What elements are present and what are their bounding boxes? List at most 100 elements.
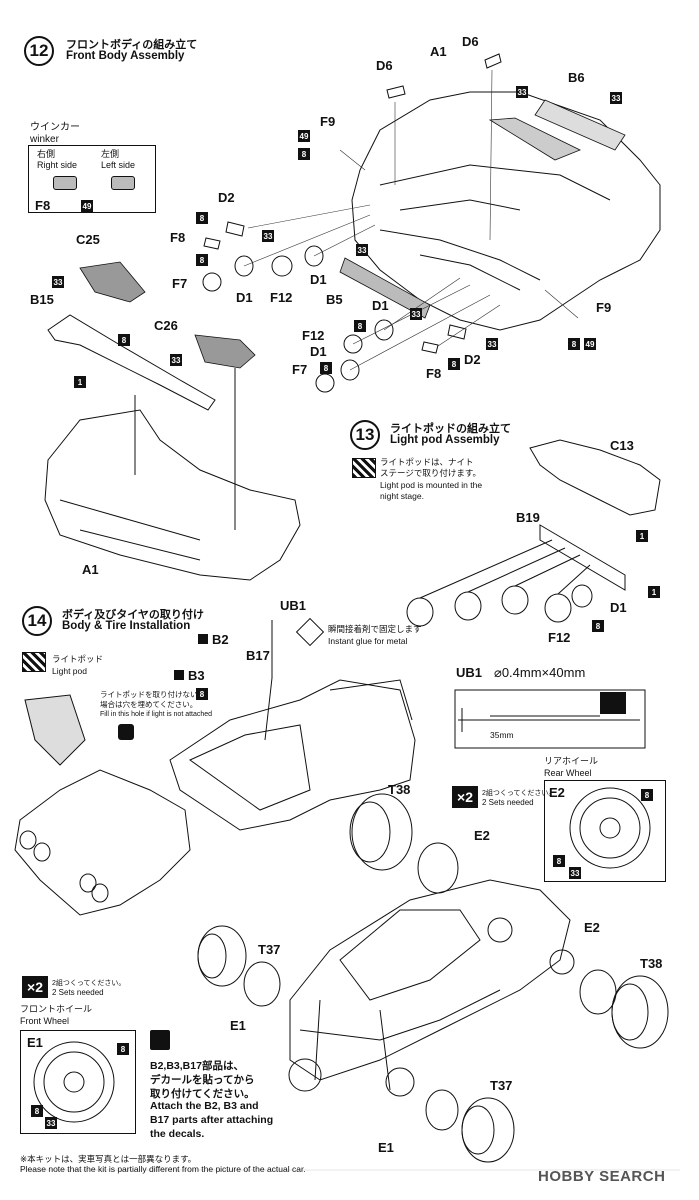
color-8-badge: 8 (196, 254, 208, 266)
decal-note-en-2: B17 parts after attaching (150, 1114, 274, 1126)
color-33-badge: 33 (410, 308, 422, 320)
ub1-detail-label: UB1 (456, 665, 483, 680)
color-8-badge: 8 (592, 620, 604, 632)
part-c13: C13 (610, 438, 634, 453)
part-d2-right: D2 (464, 352, 481, 367)
color-8-badge: 8 (117, 1043, 129, 1055)
lamp-drawings (202, 53, 502, 393)
color-33-badge: 33 (486, 338, 498, 350)
step-14-title-jp: ボディ及びタイヤの取り付け (62, 609, 204, 621)
fill-hole-icon (118, 724, 134, 740)
c26-part (194, 334, 256, 369)
part-t37-lower: T37 (490, 1078, 513, 1093)
fill-hole-en: Fill in this hole if light is not attach… (100, 711, 213, 718)
part-e2-upper: E2 (474, 828, 490, 843)
color-1-badge: 1 (636, 530, 648, 542)
winker-label-jp: ウインカー (30, 122, 80, 133)
decal-icon (174, 670, 184, 680)
color-1-badge: 1 (74, 376, 86, 388)
part-d1-left: D1 (236, 290, 253, 305)
part-e1-lower: E1 (378, 1140, 394, 1155)
color-33-badge: 33 (516, 86, 528, 98)
x2-rear-jp: 2組つくってください。 (482, 790, 556, 797)
part-f8-right: F8 (426, 366, 442, 381)
front-wheel-box: E1 8 8 33 (20, 1030, 136, 1134)
wheel-box-drawings (33, 787, 651, 1123)
color-8-badge: 8 (320, 362, 332, 374)
glue-note-jp: 瞬間接着剤で固定します (328, 624, 422, 634)
part-e2-lower: E2 (584, 920, 600, 935)
right-side-jp: 右側 (37, 149, 56, 159)
part-f8-left: F8 (170, 230, 186, 245)
part-b3: B3 (188, 668, 205, 683)
color-33-badge: 33 (45, 1117, 57, 1129)
x2-front-jp: 2組つくってください。 (52, 980, 126, 987)
part-e2-box: E2 (549, 785, 565, 800)
decal-note-jp-3: 取り付けてください。 (150, 1088, 255, 1100)
footer-note-en: Please note that the kit is partially di… (20, 1164, 306, 1174)
lightpod-icon (22, 652, 46, 672)
part-t37-upper: T37 (258, 942, 281, 957)
color-33-badge: 33 (52, 276, 64, 288)
step-13-note-jp-1: ライトポッドは、ナイト (380, 457, 474, 467)
color-8-badge: 8 (196, 688, 208, 700)
part-t38-upper: T38 (388, 782, 411, 797)
glue-note-en: Instant glue for metal (328, 636, 408, 646)
grille-b5 (339, 257, 431, 319)
part-f12-left: F12 (270, 290, 293, 305)
front-body-lower-drawing (44, 314, 301, 581)
lightpod-label-en: Light pod (52, 666, 87, 676)
step-12-number: 12 (24, 36, 54, 66)
color-33-badge: 33 (356, 244, 368, 256)
right-side-en: Right side (37, 160, 78, 170)
color-8-badge: 8 (196, 212, 208, 224)
step-12-title-jp: フロントボディの組み立て (66, 39, 198, 51)
part-d1-lower: D1 (310, 344, 327, 359)
metal-part-icon (600, 692, 626, 714)
part-f12-right: F12 (302, 328, 325, 343)
part-f12-pod: F12 (548, 630, 571, 645)
part-e1-upper: E1 (230, 1018, 246, 1033)
step-13-title-en: Light pod Assembly (390, 434, 500, 446)
decal-note-jp-2: デカールを貼ってから (150, 1074, 255, 1086)
step-14-number: 14 (22, 606, 52, 636)
color-49-badge: 49 (584, 338, 596, 350)
decal-note-en-3: the decals. (150, 1128, 205, 1140)
part-a1-top: A1 (430, 44, 447, 59)
front-wheel-en: Front Wheel (20, 1016, 70, 1026)
part-f7-left: F7 (172, 276, 188, 291)
part-b17: B17 (246, 648, 270, 663)
x2-front-badge: ×2 (22, 976, 48, 998)
color-33-badge: 33 (262, 230, 274, 242)
color-49-badge: 49 (298, 130, 310, 142)
color-8-badge: 8 (31, 1105, 43, 1117)
step-14-title-en: Body & Tire Installation (62, 620, 191, 632)
ub1-spec: ⌀0.4mm×40mm (494, 665, 586, 680)
decal-note-jp-1: B2,B3,B17部品は、 (150, 1060, 244, 1072)
rear-wheel-box: E2 8 8 33 (544, 780, 666, 882)
part-b6: B6 (568, 70, 585, 85)
color-8-badge: 8 (568, 338, 580, 350)
footer-note-jp: ※本キットは、実車写真とは一部異なります。 (20, 1154, 197, 1164)
part-f8-winker: F8 (35, 198, 51, 213)
color-8-badge: 8 (448, 358, 460, 370)
step-13-title-jp: ライトポッドの組み立て (390, 423, 511, 435)
part-f9-left: F9 (320, 114, 336, 129)
winker-detail-box: 右側 Right side 左側 Left side F8 49 (28, 145, 156, 213)
part-f9-right: F9 (596, 300, 612, 315)
part-a1-lower: A1 (82, 562, 99, 577)
color-8-badge: 8 (553, 855, 565, 867)
part-b5: B5 (326, 292, 343, 307)
color-33-badge: 33 (610, 92, 622, 104)
color-49-badge: 49 (81, 200, 93, 212)
part-d1-pod: D1 (610, 600, 627, 615)
color-8-badge: 8 (354, 320, 366, 332)
brush-icon (150, 1030, 170, 1050)
color-8-badge: 8 (641, 789, 653, 801)
part-b2: B2 (212, 632, 229, 647)
color-8-badge: 8 (118, 334, 130, 346)
winker-left-lens (111, 176, 135, 190)
front-wheel-jp: フロントホイール (20, 1004, 93, 1014)
step-13-number: 13 (350, 420, 380, 450)
